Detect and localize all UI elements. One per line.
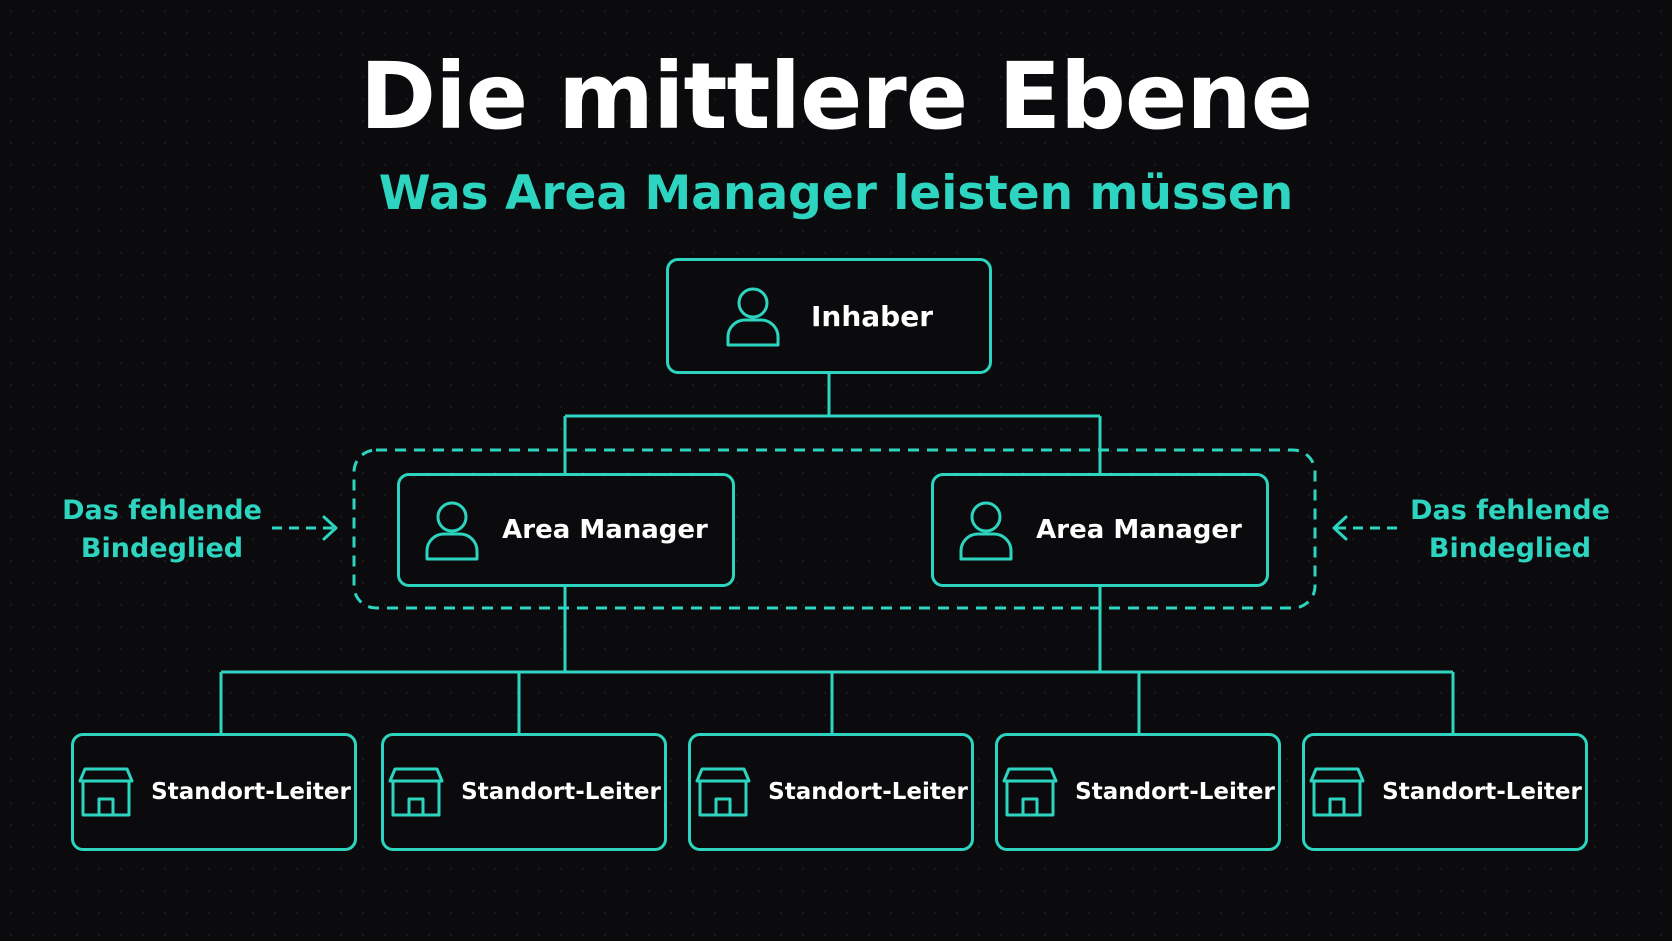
- node-location-lead-4: Standort-Leiter: [995, 733, 1281, 851]
- missing-link-label-right-line1: Das fehlende: [1410, 495, 1610, 526]
- node-owner: Inhaber: [666, 258, 992, 374]
- arrow-right-icon: [272, 515, 338, 541]
- store-icon: [1309, 767, 1365, 817]
- store-icon: [695, 767, 751, 817]
- node-location-lead-5-label: Standort-Leiter: [1382, 779, 1582, 805]
- node-area-manager-2-label: Area Manager: [1036, 515, 1242, 545]
- node-location-lead-2-label: Standort-Leiter: [461, 779, 661, 805]
- page-subtitle: Was Area Manager leisten müssen: [378, 166, 1294, 221]
- arrow-left-icon: [1332, 515, 1398, 541]
- node-location-lead-1: Standort-Leiter: [71, 733, 357, 851]
- node-area-manager-1-label: Area Manager: [502, 515, 708, 545]
- page-title: Die mittlere Ebene: [359, 43, 1313, 150]
- missing-link-label-left-line1: Das fehlende: [62, 495, 262, 526]
- node-location-lead-3-label: Standort-Leiter: [768, 779, 968, 805]
- missing-link-label-right-line2: Bindeglied: [1428, 533, 1592, 564]
- node-area-manager-1: Area Manager: [397, 473, 735, 587]
- node-location-lead-4-label: Standort-Leiter: [1075, 779, 1275, 805]
- person-icon: [959, 501, 1013, 561]
- person-icon: [425, 501, 479, 561]
- store-icon: [1002, 767, 1058, 817]
- missing-link-label-left-line2: Bindeglied: [80, 533, 244, 564]
- node-location-lead-1-label: Standort-Leiter: [151, 779, 351, 805]
- missing-link-label-left: Das fehlende Bindeglied: [52, 492, 272, 568]
- person-icon: [726, 287, 780, 347]
- node-location-lead-2: Standort-Leiter: [381, 733, 667, 851]
- node-location-lead-3: Standort-Leiter: [688, 733, 974, 851]
- middle-layer-dashed-frame: [352, 448, 1317, 610]
- missing-link-label-right: Das fehlende Bindeglied: [1400, 492, 1620, 568]
- node-owner-label: Inhaber: [810, 299, 934, 333]
- node-area-manager-2: Area Manager: [931, 473, 1269, 587]
- node-location-lead-5: Standort-Leiter: [1302, 733, 1588, 851]
- store-icon: [78, 767, 134, 817]
- store-icon: [388, 767, 444, 817]
